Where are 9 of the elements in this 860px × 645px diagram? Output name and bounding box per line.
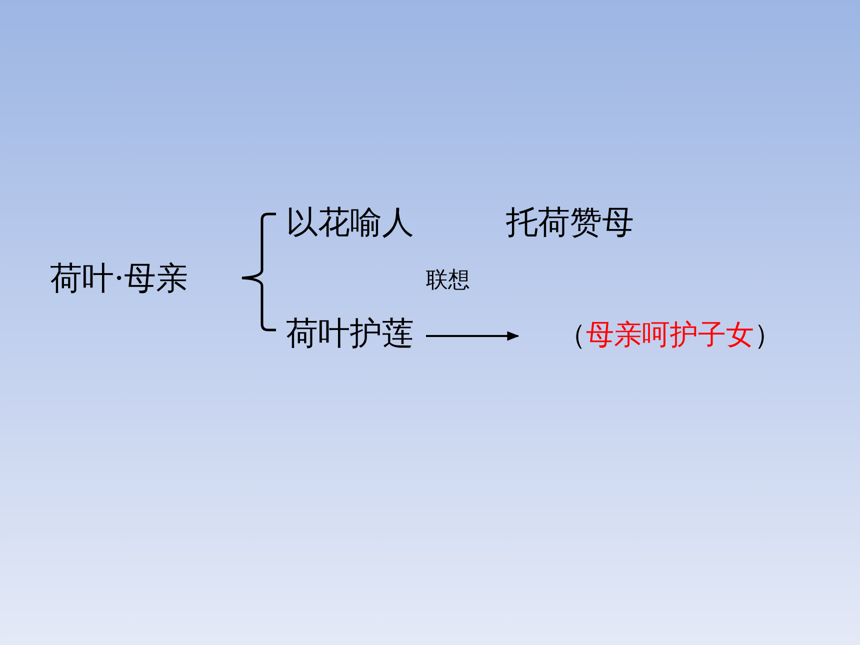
node-text: 以花喻人 (286, 202, 414, 242)
edge-label: 联想 (426, 268, 470, 294)
highlight-text: 母亲呵护子女 (586, 317, 754, 353)
node-text: 荷叶护莲 (286, 313, 414, 353)
arrow (426, 331, 520, 341)
node-text: 托荷赞母 (506, 202, 634, 242)
node-text: 荷叶·母亲 (50, 258, 188, 298)
bracket-text: （ (558, 317, 586, 353)
bracket-text: ） (754, 317, 782, 353)
